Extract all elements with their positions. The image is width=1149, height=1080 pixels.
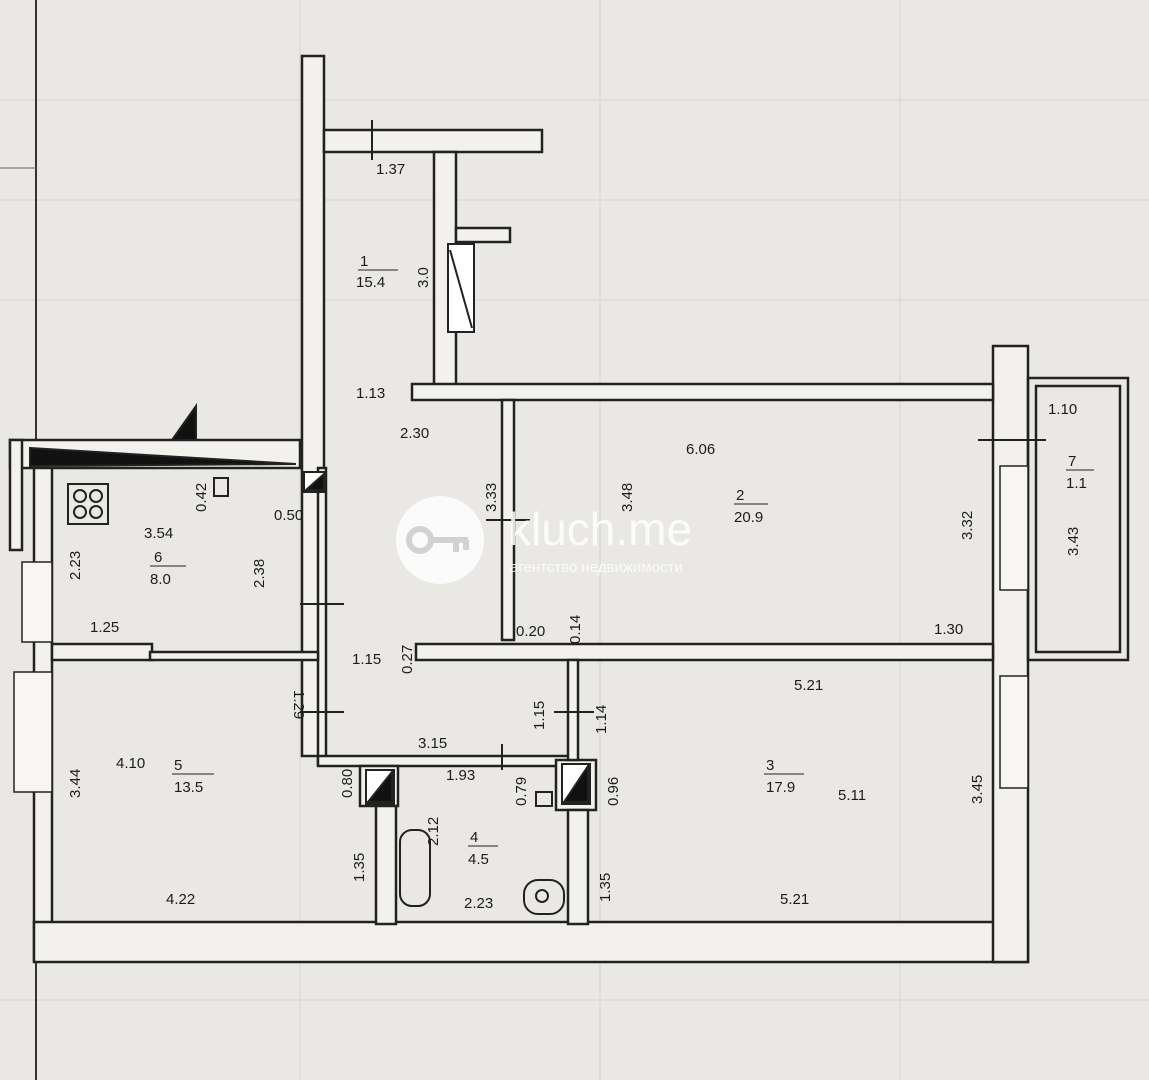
fixtures xyxy=(67,120,1046,915)
room-1-number: 1 xyxy=(360,253,368,270)
room-3-number: 3 xyxy=(766,757,774,774)
room-6-number: 6 xyxy=(154,549,162,566)
watermark-tagline: агентство недвижимости xyxy=(510,559,683,576)
dim-label: 1.15 xyxy=(531,701,548,730)
dim-label: 2.30 xyxy=(400,425,429,442)
wall-top-entry xyxy=(322,128,544,154)
room-4-area: 4.5 xyxy=(468,851,489,868)
room-2-area: 20.9 xyxy=(734,509,763,526)
dim-label: 3.32 xyxy=(959,511,976,540)
window-bedroom2 xyxy=(999,465,1029,591)
dim-label: 1.10 xyxy=(1048,401,1077,418)
wall-corridor-bottom xyxy=(316,754,572,768)
dim-label: 0.80 xyxy=(339,769,356,798)
key-icon xyxy=(406,526,469,554)
room-4-number: 4 xyxy=(470,829,478,846)
room-7-number: 7 xyxy=(1068,453,1076,470)
wall-bottom xyxy=(32,920,1030,964)
dim-label: 1.35 xyxy=(351,853,368,882)
wall-right xyxy=(991,344,1030,964)
sink-icon xyxy=(213,477,229,497)
toilet-icon xyxy=(523,879,565,915)
room-2-number: 2 xyxy=(736,487,744,504)
dim-label: 0.50 xyxy=(274,507,303,524)
dim-label: 6.06 xyxy=(686,441,715,458)
wall-top-bedroom xyxy=(410,382,995,402)
dimension-labels: 1.37 3.0 1.13 2.30 1.10 6.06 3.33 3.48 3… xyxy=(67,161,1082,912)
dim-label: 1.29 xyxy=(290,690,307,719)
vent-shafts xyxy=(29,243,591,805)
dim-label: 3.43 xyxy=(1065,527,1082,556)
room-labels: 1 15.4 2 20.9 3 17.9 4 4.5 5 13.5 6 8.0 … xyxy=(150,253,1094,868)
dim-label: 3.54 xyxy=(144,525,173,542)
wall-bath-right-lower xyxy=(566,808,590,926)
balcony-inner xyxy=(1034,384,1122,654)
wall-bedroom-bottom xyxy=(414,642,995,662)
room-1-area: 15.4 xyxy=(356,274,385,291)
wall-kitchen-room5 xyxy=(50,642,154,662)
dim-label: 5.21 xyxy=(780,891,809,908)
watermark-brand: kluch.me xyxy=(508,503,692,555)
window-kitchen xyxy=(21,561,53,643)
dim-label: 5.11 xyxy=(838,787,866,804)
dim-label: 0.20 xyxy=(516,623,545,640)
bathtub-icon xyxy=(399,829,431,907)
dim-label: 1.37 xyxy=(376,161,405,178)
stove-icon xyxy=(67,483,109,525)
bath-sink-icon xyxy=(535,791,553,807)
room-3-area: 17.9 xyxy=(766,779,795,796)
vent-top-kitchen xyxy=(170,402,197,441)
dim-label: 1.93 xyxy=(446,767,475,784)
dim-label: 4.22 xyxy=(166,891,195,908)
room-6-area: 8.0 xyxy=(150,571,171,588)
dim-label: 5.21 xyxy=(794,677,823,694)
windows xyxy=(13,465,1029,793)
wall-bath-left-lower xyxy=(374,804,398,926)
dim-label: 3.33 xyxy=(483,483,500,512)
walls xyxy=(8,54,1130,964)
room-5-area: 13.5 xyxy=(174,779,203,796)
dim-label: 1.14 xyxy=(593,705,610,734)
dim-label: 3.0 xyxy=(415,267,432,288)
hood-wedge xyxy=(29,446,297,468)
dim-label: 0.96 xyxy=(605,777,622,806)
wall-room3-corridor xyxy=(566,658,580,762)
dim-label: 0.42 xyxy=(193,483,210,512)
room-7-area: 1.1 xyxy=(1066,475,1087,492)
window-room5 xyxy=(13,671,53,793)
dim-label: 4.10 xyxy=(116,755,145,772)
wall-kitchen-room5-b xyxy=(148,650,320,662)
dim-label: 1.13 xyxy=(356,385,385,402)
dim-label: 3.48 xyxy=(619,483,636,512)
balcony-outer xyxy=(1026,376,1130,662)
dim-label: 2.23 xyxy=(67,551,84,580)
dim-label: 2.23 xyxy=(464,895,493,912)
dim-label: 0.79 xyxy=(513,777,530,806)
dim-label: 1.25 xyxy=(90,619,119,636)
dim-label: 0.27 xyxy=(399,645,416,674)
dim-label: 1.15 xyxy=(352,651,381,668)
wall-left-window xyxy=(8,438,24,552)
dim-label: 0.14 xyxy=(567,615,584,644)
dim-label: 2.38 xyxy=(251,559,268,588)
dim-label: 2.12 xyxy=(425,817,442,846)
watermark: kluch.me агентство недвижимости xyxy=(396,496,692,584)
wall-entry-step xyxy=(454,226,512,244)
dim-label: 3.44 xyxy=(67,769,84,798)
window-room3 xyxy=(999,675,1029,789)
wall-corridor-left xyxy=(316,466,328,766)
dim-label: 1.30 xyxy=(934,621,963,638)
room-5-number: 5 xyxy=(174,757,182,774)
dim-label: 3.45 xyxy=(969,775,986,804)
dim-label: 3.15 xyxy=(418,735,447,752)
dim-label: 1.35 xyxy=(597,873,614,902)
